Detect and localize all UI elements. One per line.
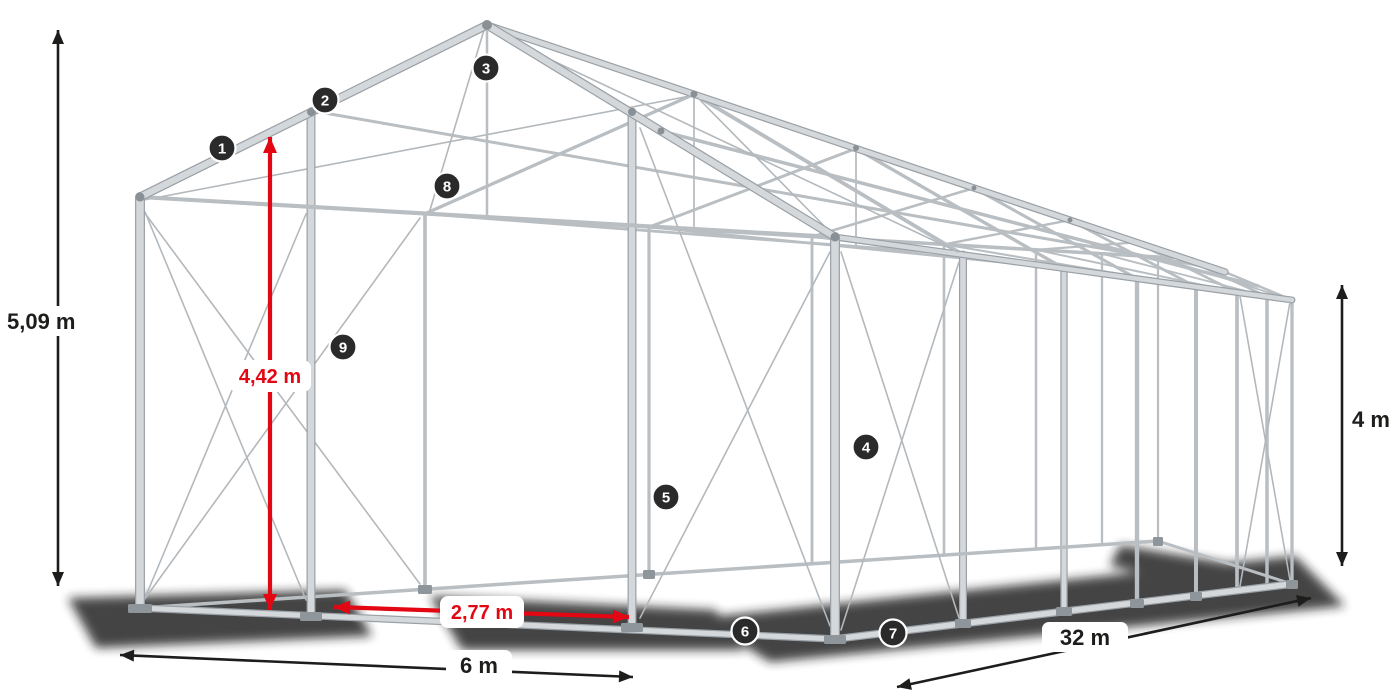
- base-plate: [1190, 592, 1202, 601]
- base-plate: [128, 604, 152, 613]
- badge-number: 2: [321, 93, 329, 110]
- callout-badges: 1 2 3 4 5 6 7 8: [207, 53, 908, 648]
- total-height-label-bg: [2, 306, 86, 336]
- connector-joint: [135, 192, 145, 202]
- callout-badge-7: 7: [878, 618, 908, 648]
- inner-width-label: 2,77 m: [451, 602, 513, 624]
- frame-member: [840, 261, 960, 631]
- dim-inner-height: 4,42 m: [229, 137, 311, 610]
- base-plate: [1153, 537, 1163, 546]
- badge-number: 7: [889, 626, 897, 643]
- frame-member: [659, 129, 1260, 288]
- inner-width-label-bg: [440, 596, 524, 628]
- connector-joint: [657, 127, 665, 135]
- connector-joint: [482, 20, 492, 30]
- dim-total-height: 5,09 m: [2, 30, 86, 586]
- side-height-label-bg: [1348, 404, 1398, 434]
- badge-circle: [651, 482, 681, 512]
- inner-height-label-bg: [229, 360, 311, 392]
- connector-joint: [1067, 217, 1073, 223]
- frame-member: [143, 211, 421, 585]
- connector-joint: [971, 185, 977, 191]
- badge-number: 5: [662, 490, 670, 507]
- base-plate: [300, 612, 322, 621]
- badge-circle: [471, 53, 501, 83]
- badge-number: 1: [218, 141, 226, 158]
- frame-member: [840, 251, 960, 619]
- frame-member: [832, 234, 1295, 303]
- callout-badge-3: 3: [471, 53, 501, 83]
- base-plate: [643, 570, 655, 579]
- base-plate: [955, 619, 971, 628]
- callout-badge-9: 9: [328, 332, 358, 362]
- badge-circle: [328, 332, 358, 362]
- frame-member: [143, 95, 691, 201]
- badge-number: 6: [741, 624, 749, 641]
- badge-number: 3: [482, 61, 490, 78]
- callout-badge-5: 5: [651, 482, 681, 512]
- connector-joint: [853, 145, 859, 151]
- badge-circle: [851, 432, 881, 462]
- base-plate: [1130, 599, 1144, 608]
- badge-circle: [310, 85, 340, 115]
- badge-circle: [432, 171, 462, 201]
- dim-side-height: 4 m: [1336, 285, 1398, 566]
- badge-circle: [207, 133, 237, 163]
- callout-badge-8: 8: [432, 171, 462, 201]
- frame-member: [1156, 539, 1294, 586]
- callout-badge-2: 2: [310, 85, 340, 115]
- base-plate: [1286, 580, 1298, 589]
- frame-member: [639, 127, 831, 627]
- badge-number: 4: [862, 440, 871, 457]
- base-plate: [621, 623, 643, 632]
- length-label: 32 m: [1060, 625, 1110, 650]
- width-label-bg: [446, 650, 512, 680]
- callout-badge-4: 4: [851, 432, 881, 462]
- width-arrow: [119, 649, 634, 683]
- callout-badge-6: 6: [730, 616, 760, 646]
- badge-circle: [878, 618, 908, 648]
- badge-circle: [730, 616, 760, 646]
- badge-number: 9: [339, 340, 347, 357]
- frame-member: [1239, 301, 1291, 587]
- connector-joint: [690, 90, 698, 98]
- connector-joint: [830, 232, 840, 242]
- frame-member: [1239, 295, 1291, 581]
- base-plate: [824, 635, 846, 644]
- dim-width: 6 m: [119, 649, 634, 683]
- side-height-label: 4 m: [1352, 407, 1390, 432]
- callout-badge-1: 1: [207, 133, 237, 163]
- length-label-bg: [1042, 622, 1128, 652]
- badge-number: 8: [443, 179, 451, 196]
- inner-height-label: 4,42 m: [239, 366, 301, 388]
- tent-frame: [128, 20, 1298, 644]
- connector-joint: [628, 108, 636, 116]
- dim-inner-width: 2,77 m: [333, 596, 630, 628]
- width-label: 6 m: [460, 653, 498, 678]
- frame-member: [697, 97, 839, 241]
- base-plate: [1056, 607, 1072, 616]
- base-plate: [418, 585, 432, 594]
- frame-member: [143, 217, 421, 601]
- frame-member: [491, 31, 959, 253]
- dim-length: 32 m: [896, 595, 1312, 690]
- frame-member: [144, 213, 307, 599]
- frame-member: [639, 251, 831, 619]
- total-height-label: 5,09 m: [7, 309, 76, 334]
